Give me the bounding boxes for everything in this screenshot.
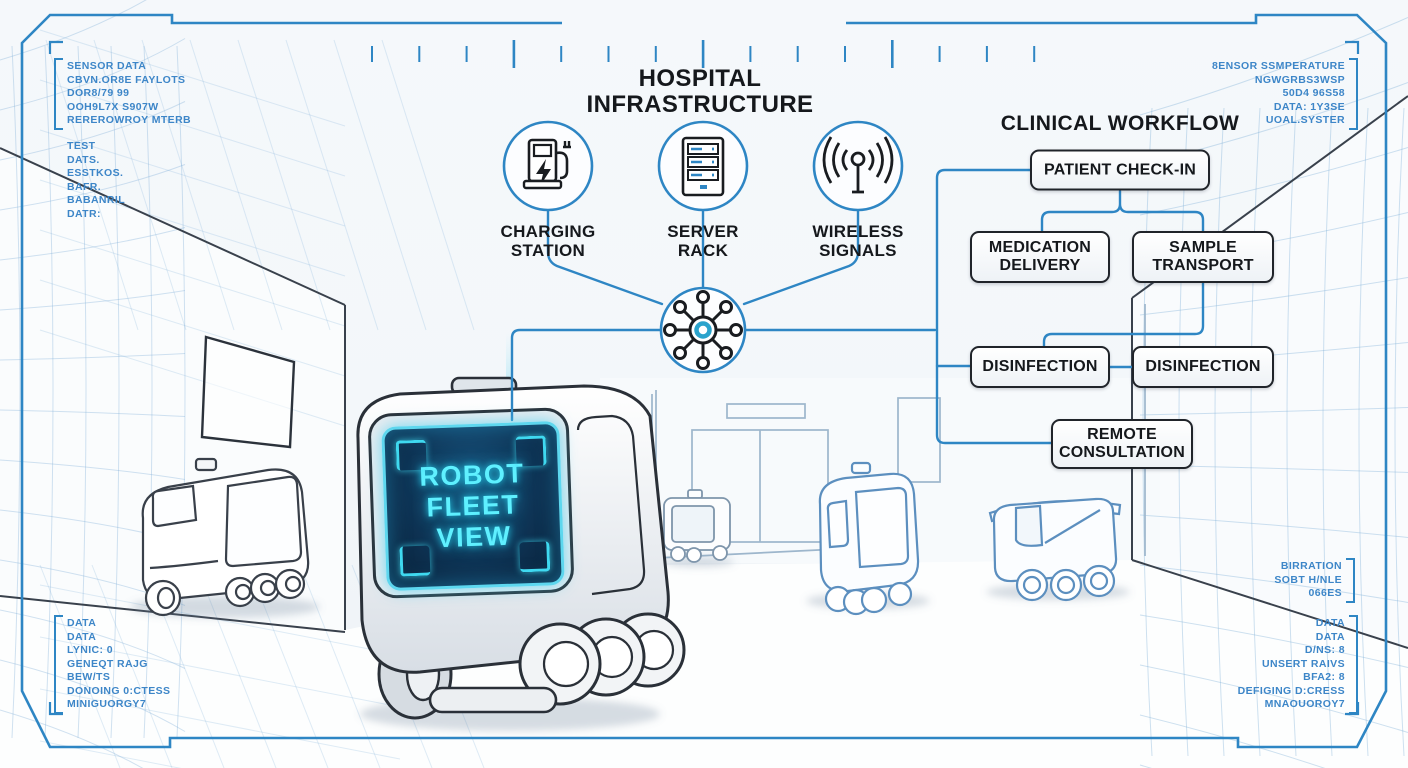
screen-corner-bracket [515,435,547,467]
server-rack-label: SERVER RACK [667,222,739,260]
hud-line: OOH9L7X S907W [67,100,159,113]
hud-line: DEFIGING D:CRESS [1237,684,1345,697]
workflow-box-sample-transport: SAMPLE TRANSPORT [1132,231,1274,283]
title-line: HOSPITAL [638,65,762,92]
hub-robot-beam [506,332,513,420]
hud-line: CBVN.OR8E FAYLOTS [67,73,186,86]
hud-line: LYNIC: 0 [67,644,113,656]
hud-line: UOAL.SYSTER [1265,114,1345,126]
hud-line: BAFR. [67,180,102,193]
hud-line: DONOING 0:CTESS [67,684,171,697]
workflow-box-patient-check-in: PATIENT CHECK-IN [1030,149,1210,191]
screen-corner-bracket [399,545,431,577]
wall-picture-frame [200,335,296,449]
workflow-box-disinfection-right: DISINFECTION [1132,346,1274,388]
ruler-ticks [371,40,1036,68]
hud-line: DATR: [67,207,101,220]
hud-line: DATA: 1Y3SE [1273,100,1345,113]
hud-data-mid-left: TEST DATS. ESSTKOS. BAFR. BABANRIL DATR: [67,140,125,221]
hud-data-mid-right: BIRRATION SOBT H/NLE 066ES [1274,558,1355,602]
hud-line: 066ES [1308,587,1342,599]
door-sign [726,403,806,419]
hud-line: 8ENSOR SSMPERATURE [1211,60,1345,72]
workflow-box-medication-delivery: MEDICATION DELIVERY [970,231,1110,283]
corner-mark-bottom-right [1345,702,1360,716]
hospital-infrastructure-title: HOSPITAL INFRASTRUCTURE [587,66,814,118]
room-planes [0,96,1408,768]
background-robot-right-a [818,461,920,616]
hud-line: D/NS: 8 [1304,644,1345,656]
workflow-box-remote-consultation: REMOTE CONSULTATION [1051,419,1193,469]
clinical-workflow-title: CLINICAL WORKFLOW [1000,112,1240,135]
workflow-box-disinfection-left: DISINFECTION [970,346,1110,388]
hud-line: DATA [67,617,97,629]
hud-line: DATA [67,630,97,643]
infrastructure-icons [502,120,904,212]
hud-line: BEW/TS [67,671,111,683]
hud-line: NGWGRBS3WSP [1254,73,1345,86]
hud-line: BABANRIL [67,194,126,206]
hud-line: BIRRATION [1280,560,1342,572]
hud-line: 50D4 96S58 [1282,87,1345,99]
charging-station-label: CHARGING STATION [500,222,596,260]
corner-mark-bottom-left [48,702,63,716]
hud-line: DATS. [67,153,100,166]
hud-line: DATA [1315,617,1345,629]
hud-data-top-left: SENSOR DATA CBVN.OR8E FAYLOTS DOR8/79 99… [53,58,192,129]
title-line: INFRASTRUCTURE [586,91,814,118]
screen-corner-bracket [519,541,551,573]
screen-text-line: VIEW [436,520,513,553]
hud-grid-topleft [39,29,475,427]
hud-line: TEST [67,140,96,152]
hud-grid-bottomleft [39,564,485,768]
server-rack-icon [657,120,749,212]
screen-text-line: FLEET [425,488,520,523]
hud-line: SENSOR DATA [67,60,147,72]
connector-lines [510,168,1205,445]
hud-line: DOR8/79 99 [67,87,130,99]
hud-data-bottom-left: DATA DATA LYNIC: 0 GENEQT RAJG BEW/TS DO… [53,615,171,713]
background-robot-left [141,457,310,617]
hud-data-bottom-right: DATA DATA D/NS: 8 UNSERT RAIVS BFA2: 8 D… [1237,615,1359,713]
background-robot-small [663,489,731,563]
network-hub-icon [659,286,747,374]
hud-line: UNSERT RAIVS [1262,657,1345,670]
hud-line: DATA [1315,630,1345,643]
corner-mark-top-right [1345,40,1360,54]
hud-line: MNAOUOROY7 [1264,698,1345,710]
hud-line: BFA2: 8 [1303,671,1345,683]
wireless-signals-icon [812,120,904,212]
right-wall-door [897,397,941,483]
hud-line: MINIGUORGY7 [67,698,147,710]
hud-frame [20,13,1388,749]
robot-fleet-view-screen: ROBOT FLEET VIEW [381,420,565,592]
hud-line: SOBT H/NLE [1274,573,1342,586]
screen-corner-bracket [395,439,427,471]
corner-mark-top-left [48,40,63,54]
charging-station-icon [502,120,594,212]
wireless-signals-label: WIRELESS SIGNALS [812,222,904,260]
background-robot-right-b [988,497,1122,602]
hud-line: GENEQT RAJG [67,657,148,670]
screen-text-line: ROBOT [418,457,525,492]
hud-data-top-right: 8ENSOR SSMPERATURE NGWGRBS3WSP 50D4 96S5… [1211,58,1359,129]
hud-line: REREROWROY MTERB [67,114,192,126]
hud-line: ESSTKOS. [67,167,124,179]
